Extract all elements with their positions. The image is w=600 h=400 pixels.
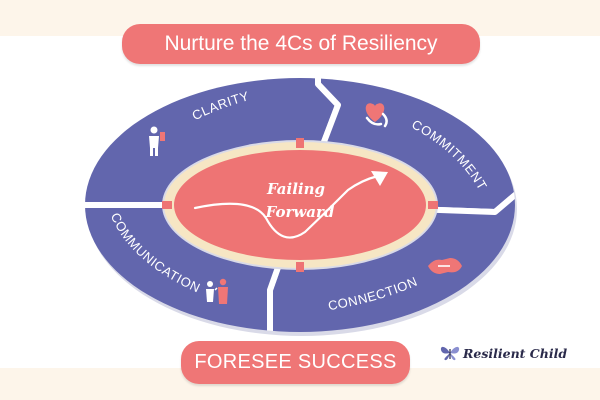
center-line-1: Failing xyxy=(266,180,325,198)
two-people-talking-icon xyxy=(206,278,228,304)
bottom-banner: FORESEE SUCCESS xyxy=(181,341,410,384)
center-line-2: Forward xyxy=(265,203,335,221)
ring-tick-top xyxy=(296,138,304,148)
handshake-icon xyxy=(428,258,462,274)
arrow-head-icon xyxy=(371,171,388,186)
ring-tick-bottom xyxy=(296,262,304,272)
ring-tick-left xyxy=(162,201,172,209)
page-title: Nurture the 4Cs of Resiliency xyxy=(122,24,480,64)
person-icon xyxy=(149,126,165,156)
brand-logo[interactable]: Resilient Child xyxy=(440,343,567,363)
ring-tick-right xyxy=(428,201,438,209)
center-ellipse xyxy=(174,150,426,260)
failing-forward-curve xyxy=(193,174,380,239)
brand-name: Resilient Child xyxy=(463,345,568,361)
heart-hands-icon xyxy=(365,103,388,128)
butterfly-icon xyxy=(440,346,460,361)
